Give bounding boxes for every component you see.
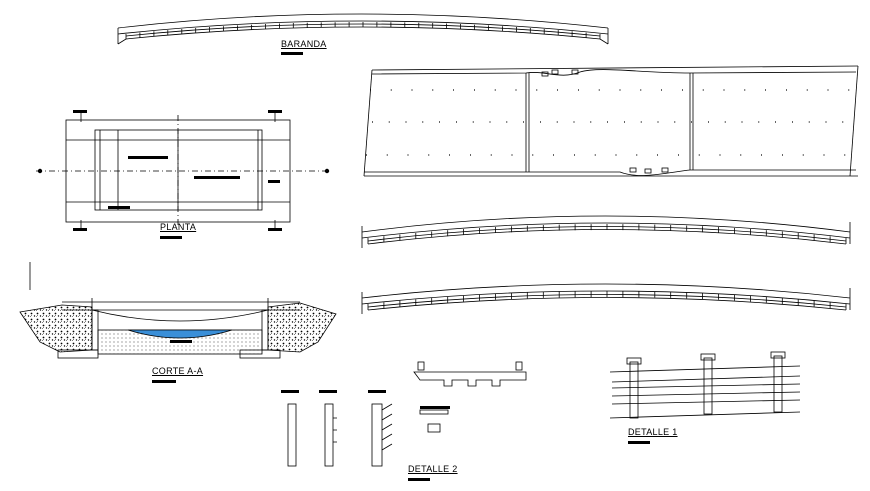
label-corte-underline — [152, 380, 176, 383]
label-detalle-1: DETALLE 1 — [628, 427, 678, 437]
section-a-a — [19, 262, 337, 359]
label-planta-underline — [160, 236, 182, 239]
railing-elevation-1 — [361, 215, 851, 248]
detail-1-railing — [609, 351, 801, 419]
label-corte: CORTE A-A — [152, 366, 204, 376]
label-detalle-1-underline — [628, 441, 650, 444]
dimension-tags — [73, 110, 450, 409]
label-baranda: BARANDA — [281, 39, 327, 49]
label-detalle-2-underline — [408, 478, 430, 481]
baranda-railing-top — [117, 13, 609, 45]
plan-view — [36, 113, 330, 228]
detail-2-posts — [287, 361, 527, 467]
label-planta: PLANTA — [160, 222, 197, 232]
label-baranda-underline — [281, 52, 303, 55]
road-plan-view — [363, 65, 859, 177]
railing-elevation-2 — [361, 283, 851, 314]
label-detalle-2: DETALLE 2 — [408, 464, 458, 474]
